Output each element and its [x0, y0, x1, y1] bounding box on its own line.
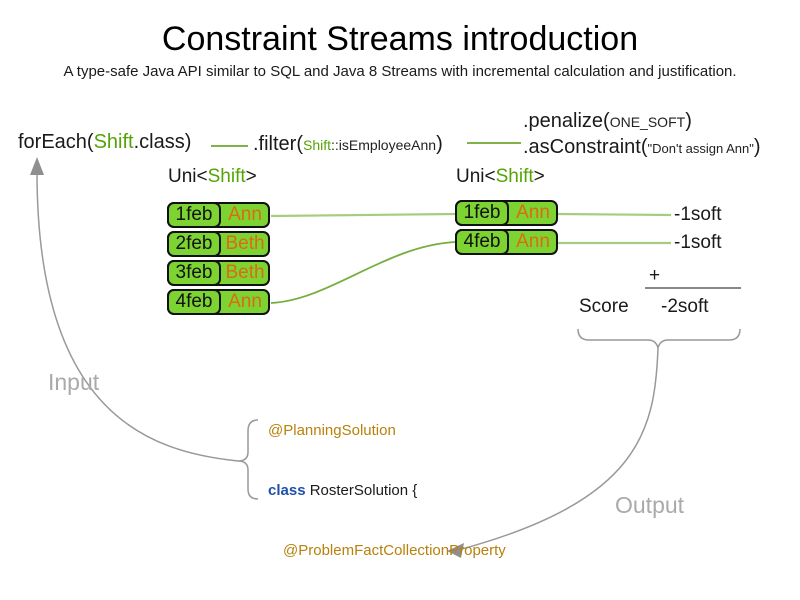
penalize-arg: ONE_SOFT [609, 114, 686, 130]
type-post: > [533, 166, 545, 187]
shift-employee-cell: Beth [225, 233, 265, 254]
shift-date-cell: 4feb [167, 289, 221, 315]
code-brace [237, 419, 259, 500]
shift-row: 1feb Ann [455, 200, 558, 226]
shift-row: 4feb Ann [455, 229, 558, 255]
class-name: RosterSolution { [305, 482, 418, 499]
filter-post: ) [436, 133, 443, 155]
foreach-post: .class) [133, 131, 192, 153]
code-block: @PlanningSolution class RosterSolution {… [268, 381, 517, 600]
code-line-class-decl: class RosterSolution { [268, 481, 517, 501]
code-line-annotation-solution: @PlanningSolution [268, 421, 517, 441]
shift-row: 2feb Beth [167, 231, 270, 257]
type-name: Shift [495, 166, 534, 187]
penalty-label-2: -1soft [674, 232, 722, 253]
foreach-class: Shift [93, 131, 134, 153]
connector-row4feb [270, 241, 456, 304]
input-arrowhead-icon [30, 157, 44, 175]
shift-employee-cell: Ann [516, 231, 550, 252]
plus-sign: + [649, 265, 661, 286]
shift-date-cell: 4feb [455, 229, 509, 255]
shift-date-cell: 2feb [167, 231, 221, 257]
foreach-pre: forEach( [18, 131, 94, 153]
connector-penalty-1 [557, 212, 672, 217]
pipeline-asconstraint: .asConstraint("Don't assign Ann") [523, 136, 761, 159]
shift-date-cell: 1feb [455, 200, 509, 226]
pipeline-penalize: .penalize(ONE_SOFT) [523, 110, 692, 133]
filter-method: ::isEmployeeAnn [331, 137, 437, 153]
pipeline-foreach: forEach(Shift.class) [18, 131, 191, 154]
pipeline-filter: .filter(Shift::isEmployeeAnn) [253, 133, 443, 156]
filter-class: Shift [303, 137, 332, 153]
shift-date-cell: 3feb [167, 260, 221, 286]
annotation-planning-solution: @PlanningSolution [268, 422, 396, 439]
penalize-post: ) [685, 110, 692, 132]
shift-row: 4feb Ann [167, 289, 270, 315]
shift-date-cell: 1feb [167, 202, 221, 228]
score-brace [577, 328, 741, 349]
input-label: Input [48, 369, 100, 395]
annotation-problem-fact: @ProblemFactCollectionProperty [283, 542, 506, 559]
shift-row: 3feb Beth [167, 260, 270, 286]
type-name: Shift [207, 166, 246, 187]
shift-employee-cell: Ann [228, 204, 262, 225]
page-title: Constraint Streams introduction [161, 20, 639, 58]
penalize-pre: .penalize( [523, 110, 610, 132]
code-line-annotation-problem-fact: @ProblemFactCollectionProperty [268, 541, 517, 561]
page-subtitle: A type-safe Java API similar to SQL and … [63, 63, 737, 80]
type-pre: Uni< [168, 166, 208, 187]
penalty-label-1: -1soft [674, 204, 722, 225]
stream-type-label-left: Uni<Shift> [168, 166, 257, 188]
type-pre: Uni< [456, 166, 496, 187]
shift-employee-cell: Ann [516, 202, 550, 223]
output-label: Output [615, 492, 685, 518]
connector-row1feb [270, 212, 456, 218]
shift-row: 1feb Ann [167, 202, 270, 228]
type-post: > [245, 166, 257, 187]
asconstraint-pre: .asConstraint( [523, 136, 648, 158]
score-label: Score [579, 296, 629, 317]
shift-employee-cell: Beth [225, 262, 265, 283]
keyword-class: class [268, 482, 306, 499]
stream-type-label-right: Uni<Shift> [456, 166, 545, 188]
asconstraint-post: ) [753, 136, 761, 158]
score-total: -2soft [661, 296, 709, 317]
asconstraint-arg: "Don't assign Ann" [647, 141, 754, 156]
shift-employee-cell: Ann [228, 291, 262, 312]
filter-pre: .filter( [253, 133, 303, 155]
